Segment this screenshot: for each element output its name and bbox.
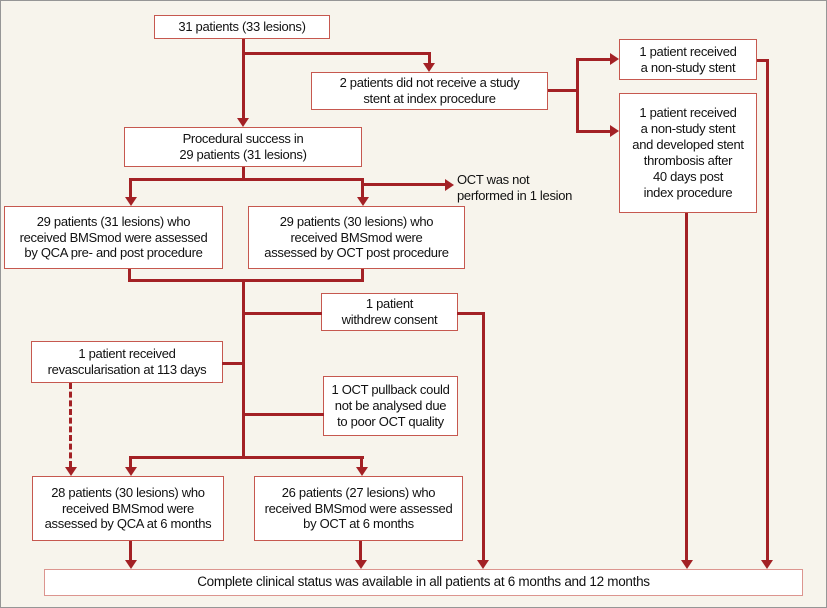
box-clinical-status: Complete clinical status was available i… xyxy=(44,569,803,596)
flow-line xyxy=(359,541,362,561)
arrowhead-down-icon xyxy=(357,197,369,206)
arrowhead-down-icon xyxy=(125,197,137,206)
box-oct-6-months: 26 patients (27 lesions) who received BM… xyxy=(254,476,463,541)
arrowhead-down-icon xyxy=(355,560,367,569)
box-stent-thrombosis: 1 patient received a non-study stent and… xyxy=(619,93,757,213)
box-revascularisation: 1 patient received revascularisation at … xyxy=(31,341,223,383)
flow-line xyxy=(129,541,132,561)
flow-line xyxy=(360,456,363,468)
flow-line xyxy=(129,456,364,459)
arrowhead-down-icon xyxy=(761,560,773,569)
flow-line xyxy=(685,213,688,560)
flow-line xyxy=(242,52,431,55)
arrowhead-down-icon xyxy=(423,63,435,72)
flow-line xyxy=(457,312,484,315)
box-qca-6-months: 28 patients (30 lesions) who received BM… xyxy=(32,476,224,541)
arrowhead-right-icon xyxy=(610,53,619,65)
flow-line xyxy=(548,89,578,92)
flow-line xyxy=(129,178,132,198)
flow-line xyxy=(362,183,445,186)
arrowhead-down-icon xyxy=(125,560,137,569)
flow-line xyxy=(129,456,132,468)
arrowhead-down-icon xyxy=(477,560,489,569)
flow-line xyxy=(244,312,322,315)
flow-line xyxy=(242,39,245,118)
flow-line xyxy=(576,130,610,133)
flow-line xyxy=(576,58,579,133)
flow-line-dashed xyxy=(69,383,72,467)
flow-line xyxy=(242,167,245,180)
flow-line xyxy=(128,269,131,281)
arrowhead-down-icon xyxy=(237,118,249,127)
box-procedural-success: Procedural success in 29 patients (31 le… xyxy=(124,127,362,167)
flow-line xyxy=(482,312,485,560)
flow-line xyxy=(222,362,245,365)
arrowhead-down-icon xyxy=(65,467,77,476)
flow-line xyxy=(130,178,364,181)
flow-line xyxy=(757,59,769,62)
box-oct-pullback-excluded: 1 OCT pullback could not be analysed due… xyxy=(323,376,458,436)
flow-line xyxy=(128,279,364,282)
note-oct-not-performed: OCT was not performed in 1 lesion xyxy=(457,172,573,204)
box-qca-baseline: 29 patients (31 lesions) who received BM… xyxy=(4,206,223,269)
box-non-study-stent: 1 patient received a non-study stent xyxy=(619,39,757,80)
box-withdrew-consent: 1 patient withdrew consent xyxy=(321,293,458,331)
flow-line xyxy=(361,269,364,281)
arrowhead-right-icon xyxy=(610,125,619,137)
arrowhead-right-icon xyxy=(445,179,454,191)
box-enrolled-patients: 31 patients (33 lesions) xyxy=(154,15,330,39)
box-oct-baseline: 29 patients (30 lesions) who received BM… xyxy=(248,206,465,269)
arrowhead-down-icon xyxy=(125,467,137,476)
flow-line xyxy=(576,58,610,61)
flow-line xyxy=(244,413,324,416)
flow-line xyxy=(361,178,364,198)
flow-line xyxy=(766,59,769,560)
flow-line xyxy=(428,53,431,65)
flow-line xyxy=(242,279,245,459)
box-no-study-stent: 2 patients did not receive a study stent… xyxy=(311,72,548,110)
arrowhead-down-icon xyxy=(681,560,693,569)
arrowhead-down-icon xyxy=(356,467,368,476)
